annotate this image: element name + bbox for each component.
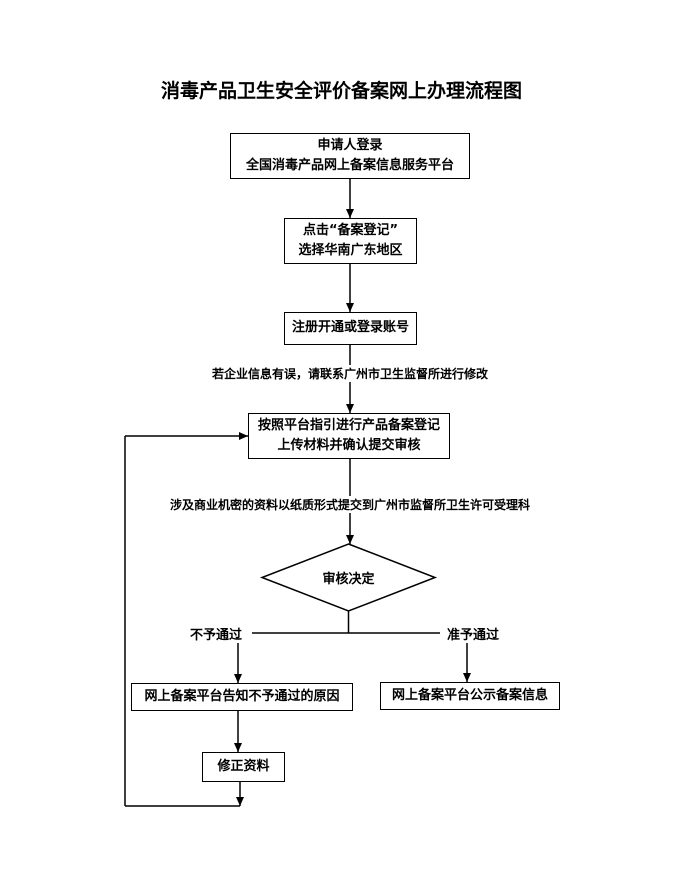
flow-node-filing-line2: 上传材料并确认提交审核 <box>277 438 421 453</box>
flow-node-login-line2: 全国消毒产品网上备案信息服务平台 <box>245 158 454 173</box>
flow-node-filing-line1: 按照平台指引进行产品备案登记 <box>257 417 440 433</box>
flow-node-register: 点击“备案登记” 选择华南广东地区 <box>284 218 417 264</box>
flow-node-account: 注册开通或登录账号 <box>284 312 417 345</box>
flow-node-filing: 按照平台指引进行产品备案登记 上传材料并确认提交审核 <box>248 413 450 459</box>
flow-node-login-line1: 申请人登录 <box>317 137 383 153</box>
branch-label-rejected: 不予通过 <box>190 624 243 643</box>
decision-diamond <box>259 543 438 612</box>
flow-node-account-line1: 注册开通或登录账号 <box>291 320 409 336</box>
flow-node-publish-line1: 网上备案平台公示备案信息 <box>391 687 548 703</box>
flow-node-register-line1: 点击“备案登记” <box>302 222 399 238</box>
flow-node-publish: 网上备案平台公示备案信息 <box>380 682 560 710</box>
flow-node-register-line2: 选择华南广东地区 <box>298 243 403 258</box>
flow-node-revise-line1: 修正资料 <box>217 758 270 774</box>
annotation-account-note: 若企业信息有误，请联系广州市卫生监督所进行修改 <box>208 365 492 382</box>
flow-node-reject-notice: 网上备案平台告知不予通过的原因 <box>131 683 353 711</box>
flow-node-reject-notice-line1: 网上备案平台告知不予通过的原因 <box>144 688 340 704</box>
annotation-confidential-note: 涉及商业机密的资料以纸质形式提交到广州市监督所卫生许可受理科 <box>166 496 534 513</box>
branch-label-approved: 准予通过 <box>447 624 500 643</box>
flow-node-login: 申请人登录 全国消毒产品网上备案信息服务平台 <box>230 133 470 179</box>
flow-node-decision: 审核决定 <box>322 572 375 587</box>
flow-node-revise: 修正资料 <box>202 752 285 782</box>
page-title: 消毒产品卫生安全评价备案网上办理流程图 <box>160 80 522 102</box>
